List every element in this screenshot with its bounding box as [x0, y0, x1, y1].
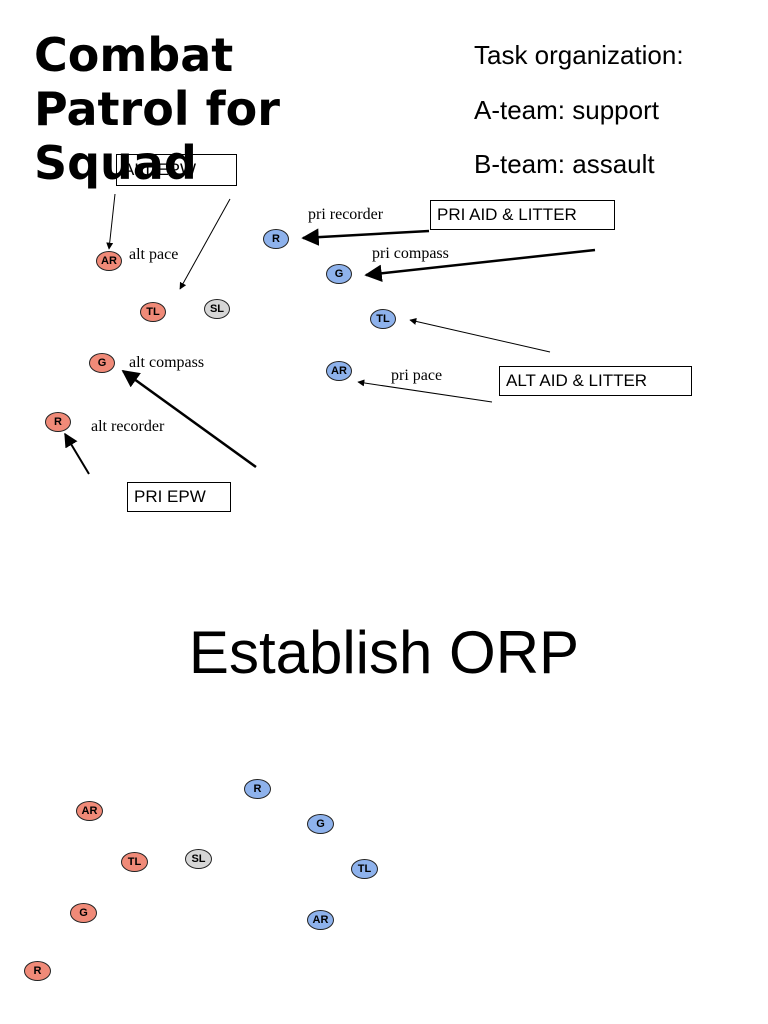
- b-team-ar-node: AR: [326, 361, 352, 381]
- pri-aid-to-r-arrow: [301, 228, 430, 246]
- pri-aid-litter-box: PRI AID & LITTER: [430, 200, 615, 230]
- a-team-assignment: A-team: support: [474, 95, 659, 125]
- assignment-arrows: [64, 193, 596, 475]
- alt-epw-box: ALT EPW: [116, 154, 237, 186]
- pri-epw-to-g-arrow: [121, 369, 257, 469]
- b-team-assignment: B-team: assault: [474, 149, 655, 179]
- orp-b-team-r-node: R: [244, 779, 271, 799]
- a-team-r-node: R: [45, 412, 71, 432]
- alt-pace-label: alt pace: [129, 246, 179, 263]
- orp-a-team-g-node: G: [70, 903, 97, 923]
- a-team-g-node: G: [89, 353, 115, 373]
- pri-recorder-label: pri recorder: [308, 206, 384, 223]
- alt-compass-label: alt compass: [129, 354, 205, 371]
- a-team-tl-node: TL: [140, 302, 166, 322]
- orp-a-team-ar-node: AR: [76, 801, 103, 821]
- orp-b-team-g-node: G: [307, 814, 334, 834]
- b-team-r-node: R: [263, 229, 289, 249]
- b-team-g-node: G: [326, 264, 352, 284]
- alt-epw-to-ar-arrow: [106, 193, 116, 250]
- orp-b-team-tl-node: TL: [351, 859, 378, 879]
- orp-squad-leader-node: SL: [185, 849, 212, 869]
- pri-pace-label: pri pace: [391, 367, 443, 384]
- orp-a-team-r-node: R: [24, 961, 51, 981]
- alt-aid-litter-box: ALT AID & LITTER: [499, 366, 692, 396]
- pri-epw-to-r-arrow: [64, 432, 90, 475]
- alt-aid-to-tl-arrow: [409, 317, 551, 353]
- orp-a-team-tl-node: TL: [121, 852, 148, 872]
- establish-orp-title: Establish ORP: [188, 619, 580, 686]
- pri-compass-label: pri compass: [372, 245, 449, 262]
- alt-aid-to-ar-arrow: [357, 379, 493, 403]
- squad-leader-node: SL: [204, 299, 230, 319]
- alt-epw-to-tl-arrow: [179, 198, 231, 290]
- b-team-tl-node: TL: [370, 309, 396, 329]
- a-team-ar-node: AR: [96, 251, 122, 271]
- task-organization-heading: Task organization:: [474, 40, 684, 70]
- orp-b-team-ar-node: AR: [307, 910, 334, 930]
- pri-compass-to-g-arrow: [364, 248, 596, 282]
- alt-recorder-label: alt recorder: [91, 418, 165, 435]
- pri-epw-box: PRI EPW: [127, 482, 231, 512]
- slide-title: Combat Patrol for Squad: [34, 28, 280, 190]
